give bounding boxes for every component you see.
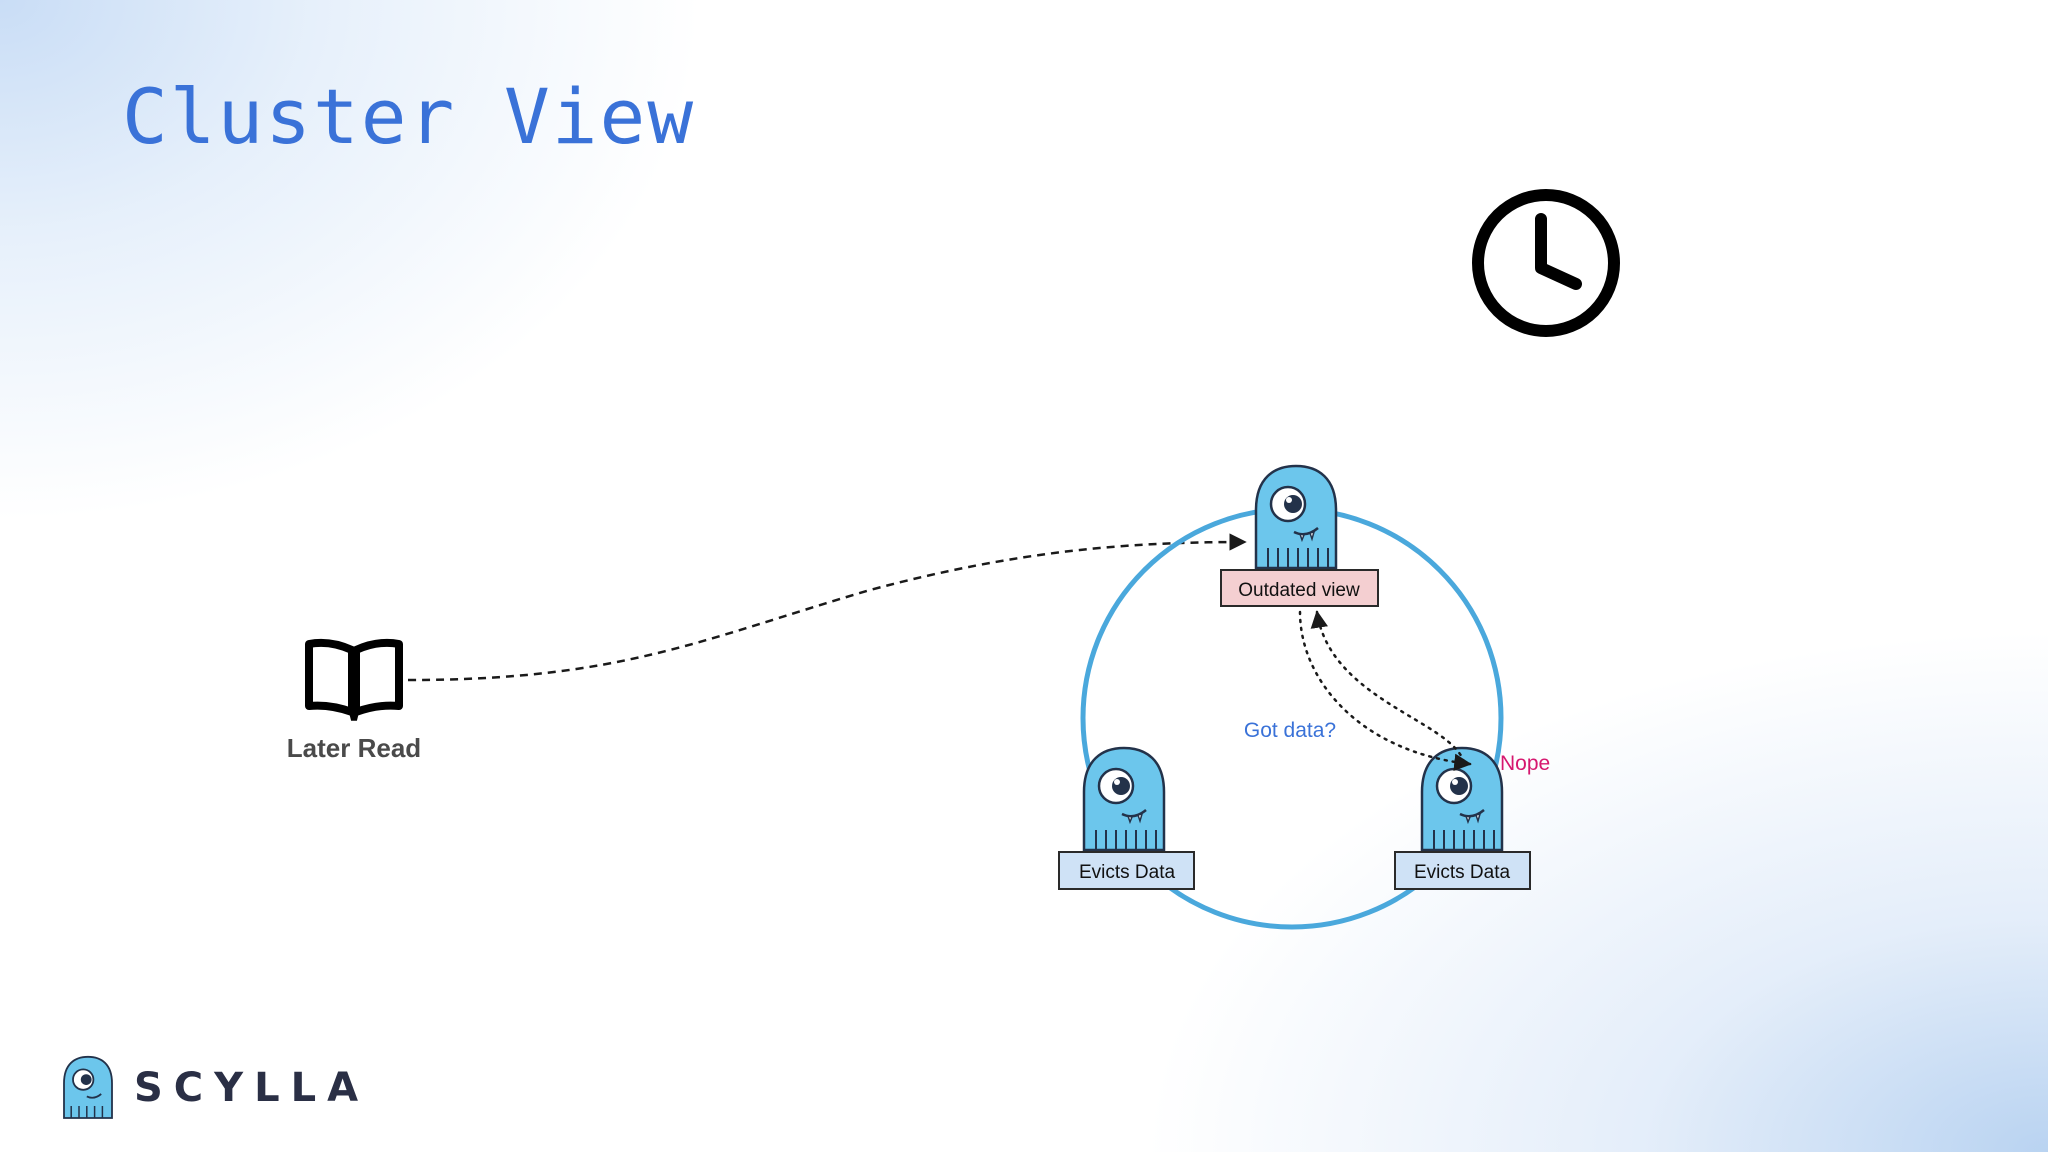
scylla-mascot-icon [63,1055,113,1119]
node-right: Evicts Data [1394,746,1531,890]
node-left: Evicts Data [1058,746,1195,890]
open-book-icon [305,638,403,721]
clock-icon [1472,189,1620,337]
read-request-arrow [407,533,1247,682]
question-label: Got data? [1244,719,1336,742]
node-left-label: Evicts Data [1079,862,1176,883]
node-right-label: Evicts Data [1414,862,1511,883]
slide-title: Cluster View [122,72,696,161]
query-arrow [1298,610,1472,771]
brand-logo: SCYLLA [60,1055,369,1121]
response-arrow [1310,610,1466,764]
answer-label: Nope [1500,752,1550,775]
client-label: Later Read [287,733,421,763]
node-top: Outdated view [1220,464,1379,607]
node-top-label: Outdated view [1238,580,1360,601]
brand-name: SCYLLA [134,1065,370,1111]
